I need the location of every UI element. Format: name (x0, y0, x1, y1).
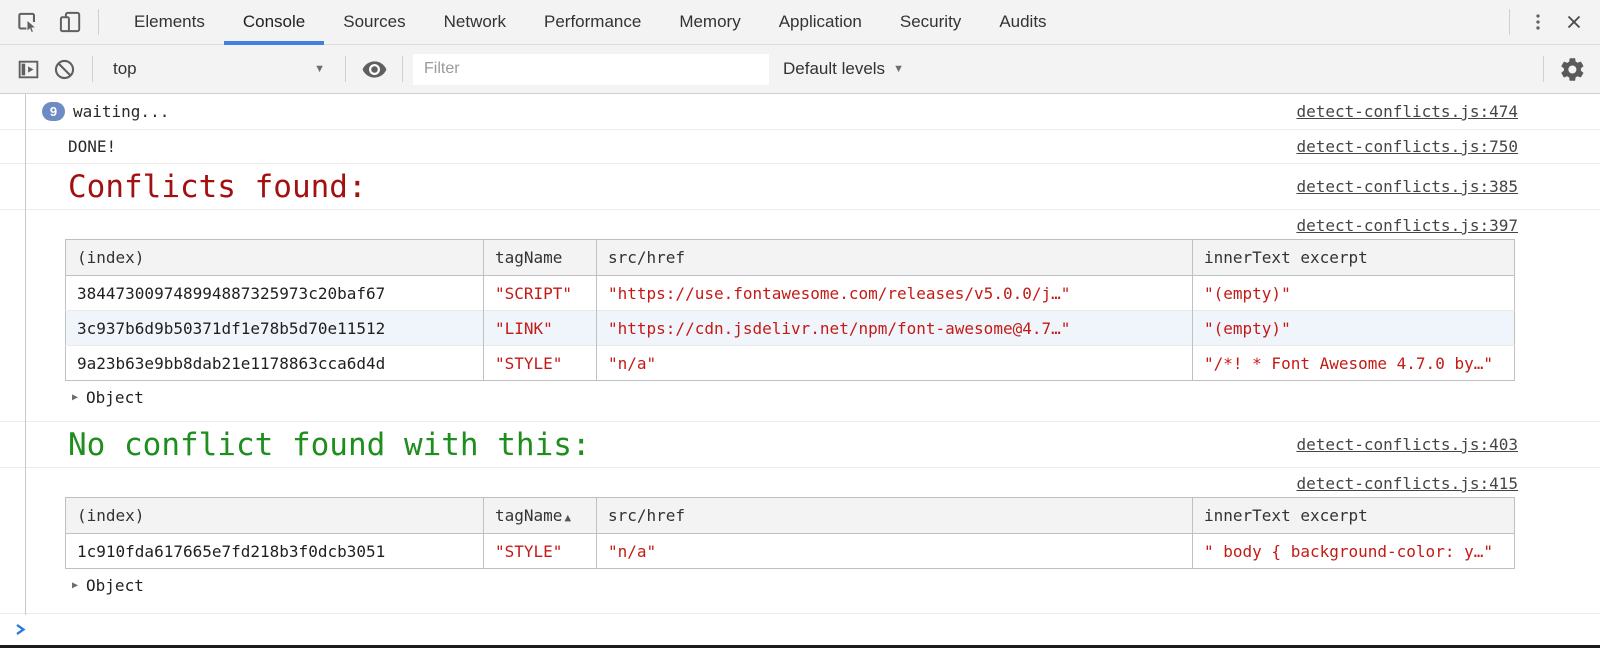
window-bottom-edge (0, 645, 1600, 648)
live-expression-eye-icon[interactable] (356, 51, 392, 87)
cell-innertext: "/*! * Font Awesome 4.7.0 by…" (1193, 346, 1515, 381)
source-link[interactable]: detect-conflicts.js:750 (1296, 137, 1518, 156)
cell-tagname: "STYLE" (484, 346, 597, 381)
cell-index: 9a23b63e9bb8dab21e1178863cca6d4d (66, 346, 484, 381)
group-indent-guide (25, 94, 26, 615)
tab-elements[interactable]: Elements (115, 0, 224, 44)
column-header-innertext[interactable]: innerText excerpt (1193, 240, 1515, 276)
message-text: DONE! (68, 137, 116, 156)
log-levels-label: Default levels (783, 59, 885, 79)
cell-srchref: "n/a" (597, 346, 1193, 381)
table-header-row: (index) tagName src/href innerText excer… (66, 240, 1515, 276)
console-message-table1: detect-conflicts.js:397 (index) tagName … (0, 210, 1600, 422)
table-row: 1c910fda617665e7fd218b3f0dcb3051 "STYLE"… (66, 534, 1515, 569)
tab-application[interactable]: Application (760, 0, 881, 44)
execution-context-label: top (113, 59, 137, 79)
cell-innertext: "(empty)" (1193, 276, 1515, 311)
separator (1509, 9, 1510, 35)
tab-security[interactable]: Security (881, 0, 980, 44)
cell-index: 3c937b6d9b50371df1e78b5d70e11512 (66, 311, 484, 346)
clear-console-icon[interactable] (46, 51, 82, 87)
inspect-element-icon[interactable] (10, 4, 46, 40)
console-sidebar-toggle-icon[interactable] (10, 51, 46, 87)
tab-bar-right-icons (1499, 4, 1600, 40)
column-header-srchref[interactable]: src/href (597, 240, 1193, 276)
source-link[interactable]: detect-conflicts.js:403 (1296, 435, 1518, 454)
conflicts-table: (index) tagName src/href innerText excer… (65, 239, 1515, 381)
panel-tabs: Elements Console Sources Network Perform… (115, 0, 1066, 44)
console-message-conflicts-heading: Conflicts found: detect-conflicts.js:385 (0, 164, 1600, 210)
table-row: 3c937b6d9b50371df1e78b5d70e11512 "LINK" … (66, 311, 1515, 346)
close-icon[interactable] (1556, 4, 1592, 40)
message-text: waiting... (73, 102, 169, 121)
console-toolbar: top ▼ Default levels ▼ (0, 45, 1600, 94)
chevron-down-icon: ▼ (893, 63, 904, 75)
console-message-done: DONE! detect-conflicts.js:750 (0, 130, 1600, 164)
column-header-innertext[interactable]: innerText excerpt (1193, 498, 1515, 534)
column-header-srchref[interactable]: src/href (597, 498, 1193, 534)
separator (98, 9, 99, 35)
chevron-down-icon: ▼ (314, 63, 325, 75)
object-expander[interactable]: ▶ Object (0, 381, 1600, 413)
source-link[interactable]: detect-conflicts.js:397 (1296, 216, 1518, 235)
table-row: 9a23b63e9bb8dab21e1178863cca6d4d "STYLE"… (66, 346, 1515, 381)
table-header-row: (index) tagName▲ src/href innerText exce… (66, 498, 1515, 534)
cell-srchref: "https://use.fontawesome.com/releases/v5… (597, 276, 1193, 311)
execution-context-selector[interactable]: top ▼ (103, 53, 335, 85)
tab-console[interactable]: Console (224, 0, 324, 44)
console-message-table2: detect-conflicts.js:415 (index) tagName▲… (0, 468, 1600, 614)
separator (92, 56, 93, 82)
column-header-index[interactable]: (index) (66, 240, 484, 276)
object-expander[interactable]: ▶ Object (0, 569, 1600, 601)
log-levels-dropdown[interactable]: Default levels ▼ (783, 59, 904, 79)
tab-network[interactable]: Network (425, 0, 525, 44)
separator (402, 56, 403, 82)
source-link[interactable]: detect-conflicts.js:474 (1296, 102, 1518, 121)
kebab-menu-icon[interactable] (1520, 4, 1556, 40)
separator (345, 56, 346, 82)
tab-sources[interactable]: Sources (324, 0, 424, 44)
column-header-tagname[interactable]: tagName▲ (484, 498, 597, 534)
disclosure-triangle-icon: ▶ (72, 580, 78, 591)
cell-innertext: "(empty)" (1193, 311, 1515, 346)
cell-innertext: " body { background-color: y…" (1193, 534, 1515, 569)
devtools-tab-bar: Elements Console Sources Network Perform… (0, 0, 1600, 45)
console-message-no-conflict-heading: No conflict found with this: detect-conf… (0, 422, 1600, 468)
filter-input[interactable] (413, 54, 769, 85)
column-header-tagname[interactable]: tagName (484, 240, 597, 276)
sort-ascending-icon: ▲ (564, 511, 571, 524)
no-conflict-table: (index) tagName▲ src/href innerText exce… (65, 497, 1515, 569)
tab-bar-left-icons (0, 4, 88, 40)
repeat-count-badge: 9 (42, 102, 65, 121)
no-conflict-heading-text: No conflict found with this: (68, 427, 591, 463)
cell-tagname: "SCRIPT" (484, 276, 597, 311)
object-label: Object (86, 388, 144, 407)
prompt-chevron-icon (13, 622, 28, 637)
console-message-waiting: 9 waiting... detect-conflicts.js:474 (0, 94, 1600, 130)
separator (1543, 56, 1544, 82)
source-link[interactable]: detect-conflicts.js:385 (1296, 177, 1518, 196)
tab-audits[interactable]: Audits (980, 0, 1065, 44)
device-toolbar-icon[interactable] (52, 4, 88, 40)
console-output: 9 waiting... detect-conflicts.js:474 DON… (0, 94, 1600, 645)
conflicts-heading-text: Conflicts found: (68, 169, 367, 205)
cell-srchref: "https://cdn.jsdelivr.net/npm/font-aweso… (597, 311, 1193, 346)
disclosure-triangle-icon: ▶ (72, 392, 78, 403)
source-link[interactable]: detect-conflicts.js:415 (1296, 474, 1518, 493)
cell-tagname: "STYLE" (484, 534, 597, 569)
cell-index: 1c910fda617665e7fd218b3f0dcb3051 (66, 534, 484, 569)
table-row: 384473009748994887325973c20baf67 "SCRIPT… (66, 276, 1515, 311)
cell-tagname: "LINK" (484, 311, 597, 346)
console-prompt[interactable] (0, 614, 1600, 645)
cell-index: 384473009748994887325973c20baf67 (66, 276, 484, 311)
object-label: Object (86, 576, 144, 595)
settings-gear-icon[interactable] (1554, 51, 1590, 87)
column-header-index[interactable]: (index) (66, 498, 484, 534)
tab-memory[interactable]: Memory (660, 0, 759, 44)
tab-performance[interactable]: Performance (525, 0, 660, 44)
cell-srchref: "n/a" (597, 534, 1193, 569)
